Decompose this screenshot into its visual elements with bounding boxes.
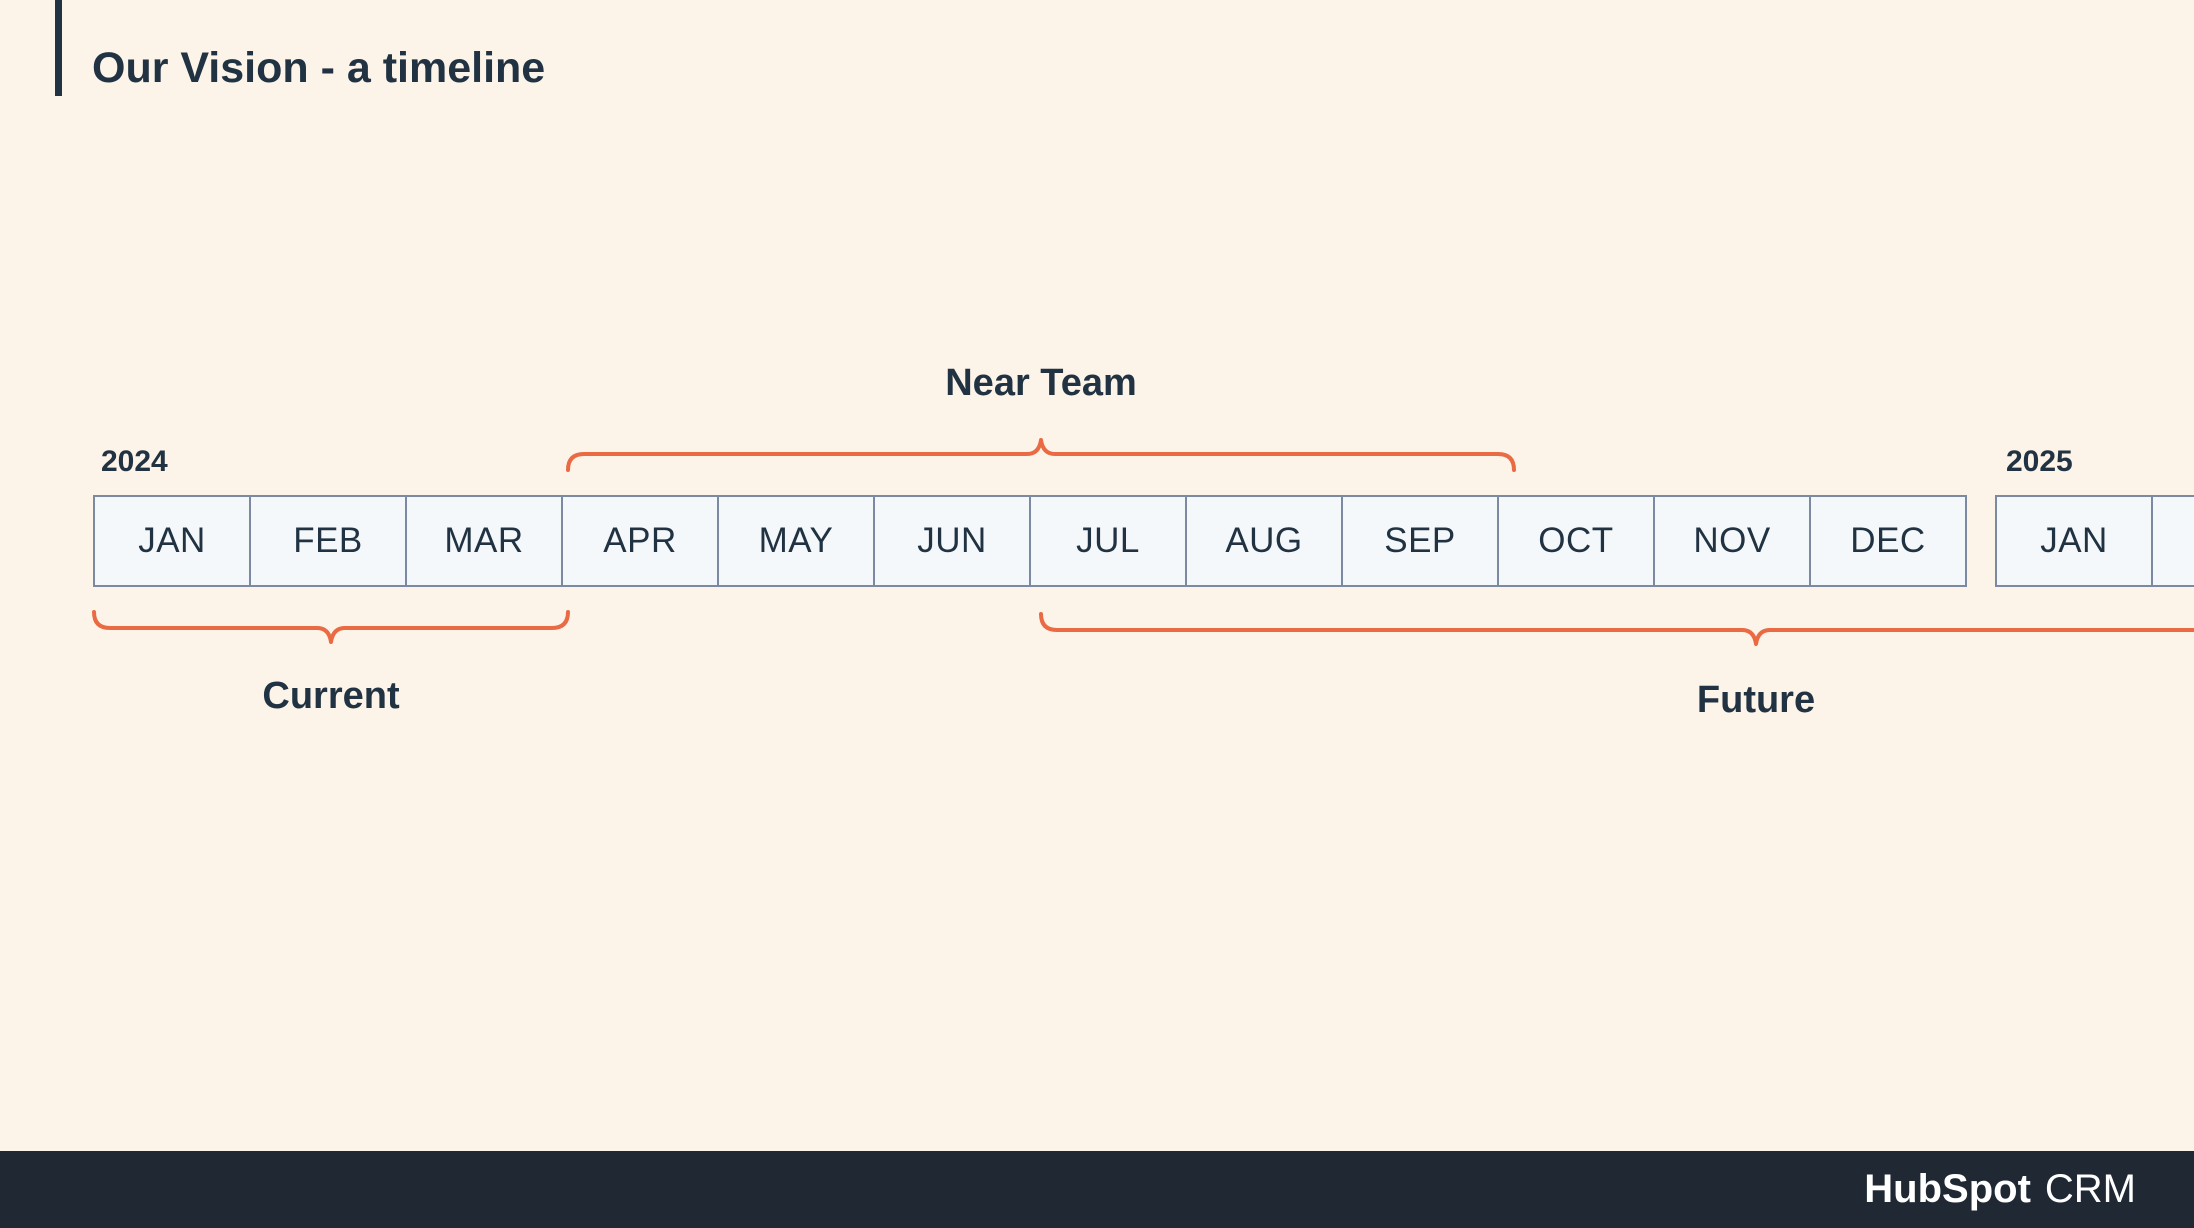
month-cell-dec: DEC bbox=[1809, 495, 1967, 587]
range-label-near-team: Near Team bbox=[945, 362, 1137, 404]
brace-future bbox=[1039, 612, 2194, 646]
month-cell-next-partial bbox=[2151, 495, 2194, 587]
month-cell-mar: MAR bbox=[405, 495, 563, 587]
month-row: JAN FEB MAR APR MAY JUN JUL AUG SEP OCT … bbox=[93, 495, 1967, 587]
month-cell-jun: JUN bbox=[873, 495, 1031, 587]
month-cell-next-jan: JAN bbox=[1995, 495, 2153, 587]
year-label-next: 2025 bbox=[2006, 445, 2073, 478]
month-cell-nov: NOV bbox=[1653, 495, 1811, 587]
range-label-current: Current bbox=[262, 675, 400, 717]
month-cell-jul: JUL bbox=[1029, 495, 1187, 587]
title-accent-bar bbox=[55, 0, 62, 96]
year-label-start: 2024 bbox=[101, 445, 168, 478]
brand-name: HubSpot bbox=[1864, 1167, 2031, 1211]
slide-title: Our Vision - a timeline bbox=[92, 44, 546, 92]
hubspot-logo: HubSpot CRM bbox=[1864, 1167, 2136, 1212]
month-cell-apr: APR bbox=[561, 495, 719, 587]
month-cell-feb: FEB bbox=[249, 495, 407, 587]
month-cell-jan: JAN bbox=[93, 495, 251, 587]
month-cell-oct: OCT bbox=[1497, 495, 1655, 587]
range-label-future: Future bbox=[1696, 679, 1816, 721]
month-cell-sep: SEP bbox=[1341, 495, 1499, 587]
month-cell-may: MAY bbox=[717, 495, 875, 587]
brace-near-team bbox=[566, 438, 1516, 472]
footer-bar: HubSpot CRM bbox=[0, 1151, 2194, 1228]
brace-current bbox=[92, 610, 570, 644]
brand-product: CRM bbox=[2044, 1167, 2136, 1211]
